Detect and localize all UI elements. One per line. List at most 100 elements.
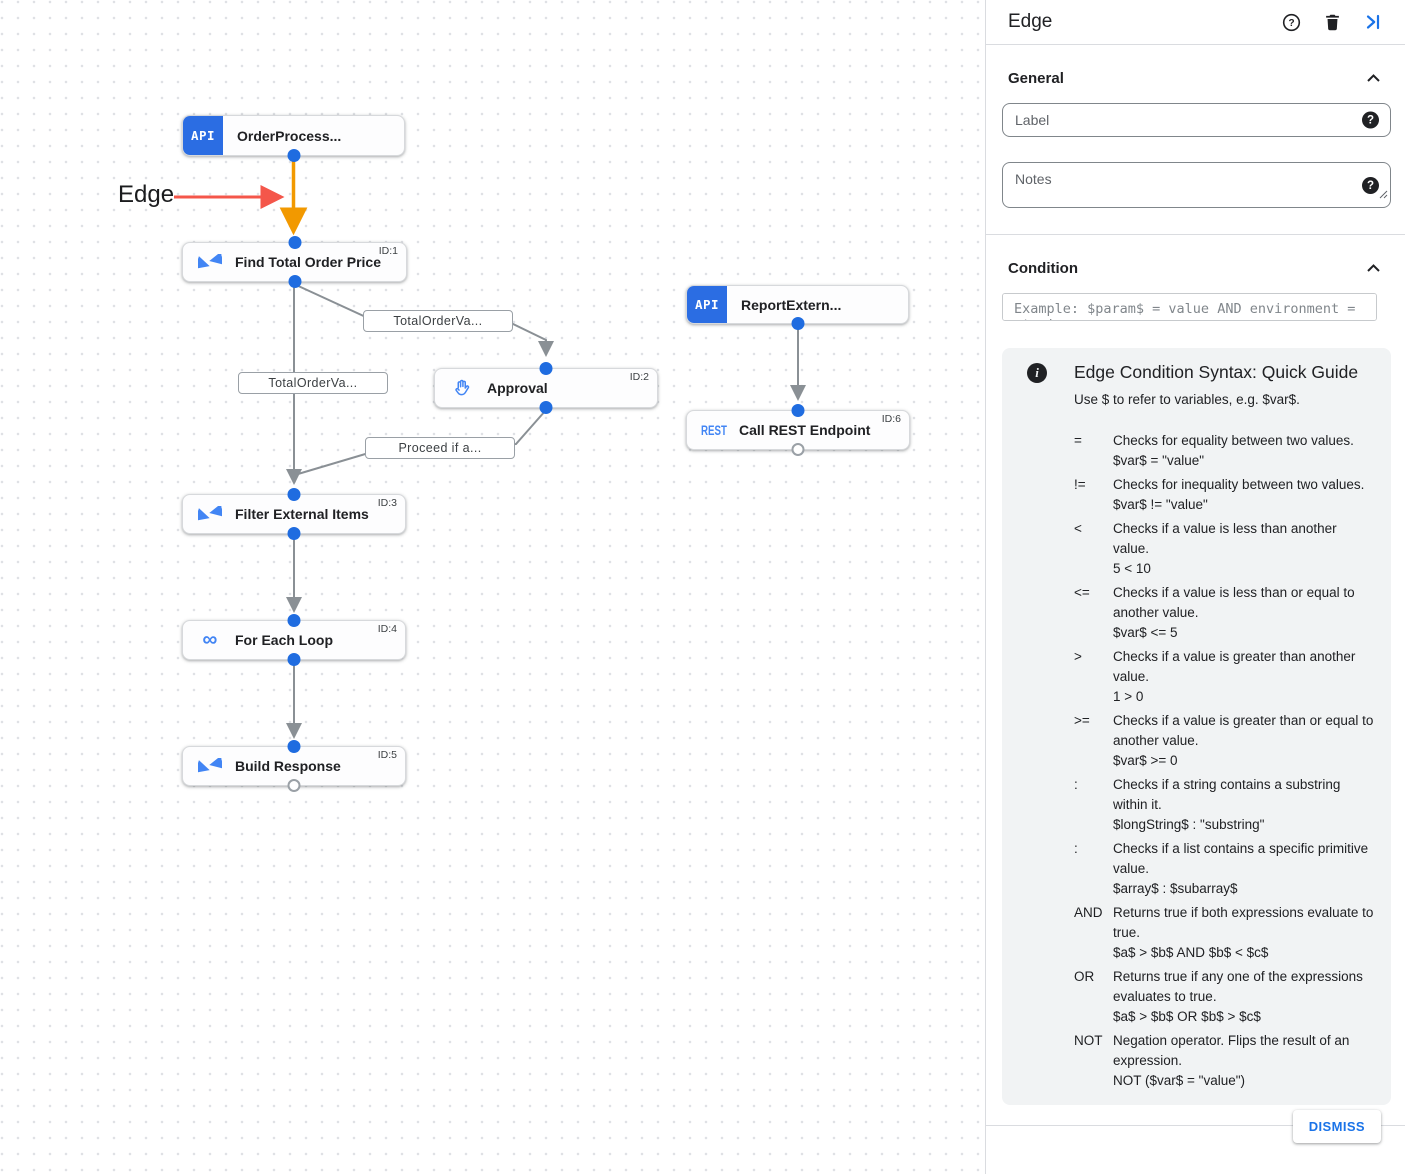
chevron-up-icon[interactable]	[1363, 68, 1383, 88]
node-approval[interactable]: ID:2 Approval	[434, 362, 658, 414]
node-filter-external-items[interactable]: ID:3 Filter External Items	[182, 488, 406, 540]
rest-icon: REST	[701, 422, 727, 438]
guide-row-not-equals: != Checks for inequality between two val…	[1074, 475, 1375, 515]
connector-in[interactable]	[539, 362, 553, 375]
connector-in[interactable]	[791, 404, 805, 417]
guide-row-greater-than: > Checks if a value is greater than anot…	[1074, 647, 1375, 707]
operator: =	[1074, 433, 1082, 448]
notes-help-icon[interactable]: ?	[1362, 177, 1379, 194]
operator: <=	[1074, 585, 1090, 600]
resize-handle-icon[interactable]	[1379, 186, 1388, 204]
operator: OR	[1074, 969, 1095, 984]
operator: NOT	[1074, 1033, 1103, 1048]
connector-out[interactable]	[539, 401, 553, 414]
operator-example: $a$ > $b$ OR $b$ > $c$	[1113, 1009, 1261, 1024]
node-call-rest-endpoint[interactable]: ID:6 REST Call REST Endpoint	[686, 404, 910, 456]
data-mapping-icon	[197, 758, 223, 774]
connector-out[interactable]	[288, 275, 301, 288]
operator-example: $a$ > $b$ AND $b$ < $c$	[1113, 945, 1269, 960]
node-id-badge: ID:3	[377, 497, 397, 509]
label-input[interactable]	[1002, 103, 1391, 137]
operator: >=	[1074, 713, 1090, 728]
data-mapping-icon	[197, 254, 223, 270]
workflow-canvas[interactable]: Edge API OrderProcess... ID:1 Find Total…	[0, 0, 985, 1174]
label-help-icon[interactable]: ?	[1362, 111, 1379, 129]
chevron-up-icon[interactable]	[1363, 258, 1383, 278]
node-for-each-loop[interactable]: ID:4 ∞ For Each Loop	[182, 614, 406, 666]
guide-row-greater-equal: >= Checks if a value is greater than or …	[1074, 711, 1375, 771]
operator-example: $array$ : $subarray$	[1113, 881, 1238, 896]
data-mapping-icon	[197, 506, 223, 522]
node-id-badge: ID:1	[378, 245, 398, 257]
connector-out[interactable]	[287, 527, 301, 540]
node-id-badge: ID:6	[881, 413, 901, 425]
edge-find-to-approval[interactable]	[293, 283, 554, 357]
node-title: Call REST Endpoint	[739, 422, 871, 438]
connector-in[interactable]	[287, 614, 301, 627]
node-build-response[interactable]: ID:5 Build Response	[182, 740, 406, 792]
connector-in[interactable]	[288, 236, 301, 249]
edges-layer	[174, 158, 806, 739]
connector-out[interactable]	[791, 317, 804, 330]
operator-example: NOT ($var$ = "value")	[1113, 1073, 1246, 1088]
connector-out-open[interactable]	[791, 443, 805, 456]
operator-desc: Returns true if both expressions evaluat…	[1113, 905, 1374, 940]
operator-desc: Returns true if any one of the expressio…	[1113, 969, 1363, 1004]
notes-field-wrap: ?	[1002, 162, 1391, 208]
general-section-header[interactable]: General	[986, 45, 1405, 103]
connector-in[interactable]	[287, 740, 301, 753]
edge-label-totalorder-1[interactable]: TotalOrderVa...	[363, 310, 513, 332]
node-id-badge: ID:4	[377, 623, 397, 635]
edge-label-proceed[interactable]: Proceed if a...	[365, 437, 515, 459]
guide-row-list-contains: : Checks if a list contains a specific p…	[1074, 839, 1375, 899]
node-reportextern-trigger[interactable]: API ReportExtern...	[686, 285, 909, 330]
connector-out[interactable]	[287, 149, 300, 162]
guide-row-and: AND Returns true if both expressions eva…	[1074, 903, 1375, 963]
delete-edge-icon[interactable]	[1322, 12, 1342, 32]
condition-textarea[interactable]	[1002, 293, 1377, 321]
operator-desc: Checks if a string contains a substring …	[1113, 777, 1341, 812]
edge-annotation-label: Edge	[118, 181, 175, 208]
operator-example: 5 < 10	[1113, 561, 1151, 576]
edge-label-totalorder-2[interactable]: TotalOrderVa...	[238, 372, 388, 394]
guide-row-not: NOT Negation operator. Flips the result …	[1074, 1031, 1375, 1091]
edge-config-panel: Edge ? General ?	[985, 0, 1405, 1174]
operator-desc: Checks if a value is greater than anothe…	[1113, 649, 1356, 684]
condition-section-title: Condition	[1008, 259, 1078, 277]
guide-row-or: OR Returns true if any one of the expres…	[1074, 967, 1375, 1027]
api-trigger-icon: API	[687, 286, 727, 323]
operator-desc: Checks if a value is less than another v…	[1113, 521, 1337, 556]
dismiss-button[interactable]: DISMISS	[1292, 1110, 1381, 1143]
node-orderprocess-trigger[interactable]: API OrderProcess...	[182, 115, 405, 162]
guide-row-substring: : Checks if a string contains a substrin…	[1074, 775, 1375, 835]
info-icon: i	[1027, 363, 1047, 383]
operator: AND	[1074, 905, 1103, 920]
operator-example: $var$ >= 0	[1113, 753, 1178, 768]
connector-out[interactable]	[287, 653, 301, 666]
section-divider	[986, 234, 1405, 235]
guide-row-equals: = Checks for equality between two values…	[1074, 431, 1375, 471]
operator-example: 1 > 0	[1113, 689, 1144, 704]
node-find-total-order-price[interactable]: ID:1 Find Total Order Price	[182, 236, 407, 288]
infinity-loop-icon: ∞	[202, 628, 218, 651]
operator-example: $var$ <= 5	[1113, 625, 1178, 640]
operator: >	[1074, 649, 1082, 664]
svg-text:?: ?	[1288, 18, 1294, 29]
operator-desc: Checks for inequality between two values…	[1113, 477, 1365, 492]
condition-section-header[interactable]: Condition	[986, 235, 1405, 293]
operator: :	[1074, 777, 1078, 792]
guide-row-less-equal: <= Checks if a value is less than or equ…	[1074, 583, 1375, 643]
operator-desc: Checks if a value is greater than or equ…	[1113, 713, 1374, 748]
notes-textarea[interactable]	[1002, 162, 1391, 208]
help-icon[interactable]: ?	[1281, 12, 1301, 32]
collapse-panel-icon[interactable]	[1363, 12, 1383, 32]
approval-hand-icon	[449, 378, 475, 398]
connector-in[interactable]	[287, 488, 301, 501]
operator-desc: Negation operator. Flips the result of a…	[1113, 1033, 1350, 1068]
connector-out-open[interactable]	[287, 779, 301, 792]
operator: <	[1074, 521, 1082, 536]
guide-row-less-than: < Checks if a value is less than another…	[1074, 519, 1375, 579]
node-title: ReportExtern...	[741, 296, 842, 313]
guide-title: Edge Condition Syntax: Quick Guide	[1074, 362, 1359, 382]
